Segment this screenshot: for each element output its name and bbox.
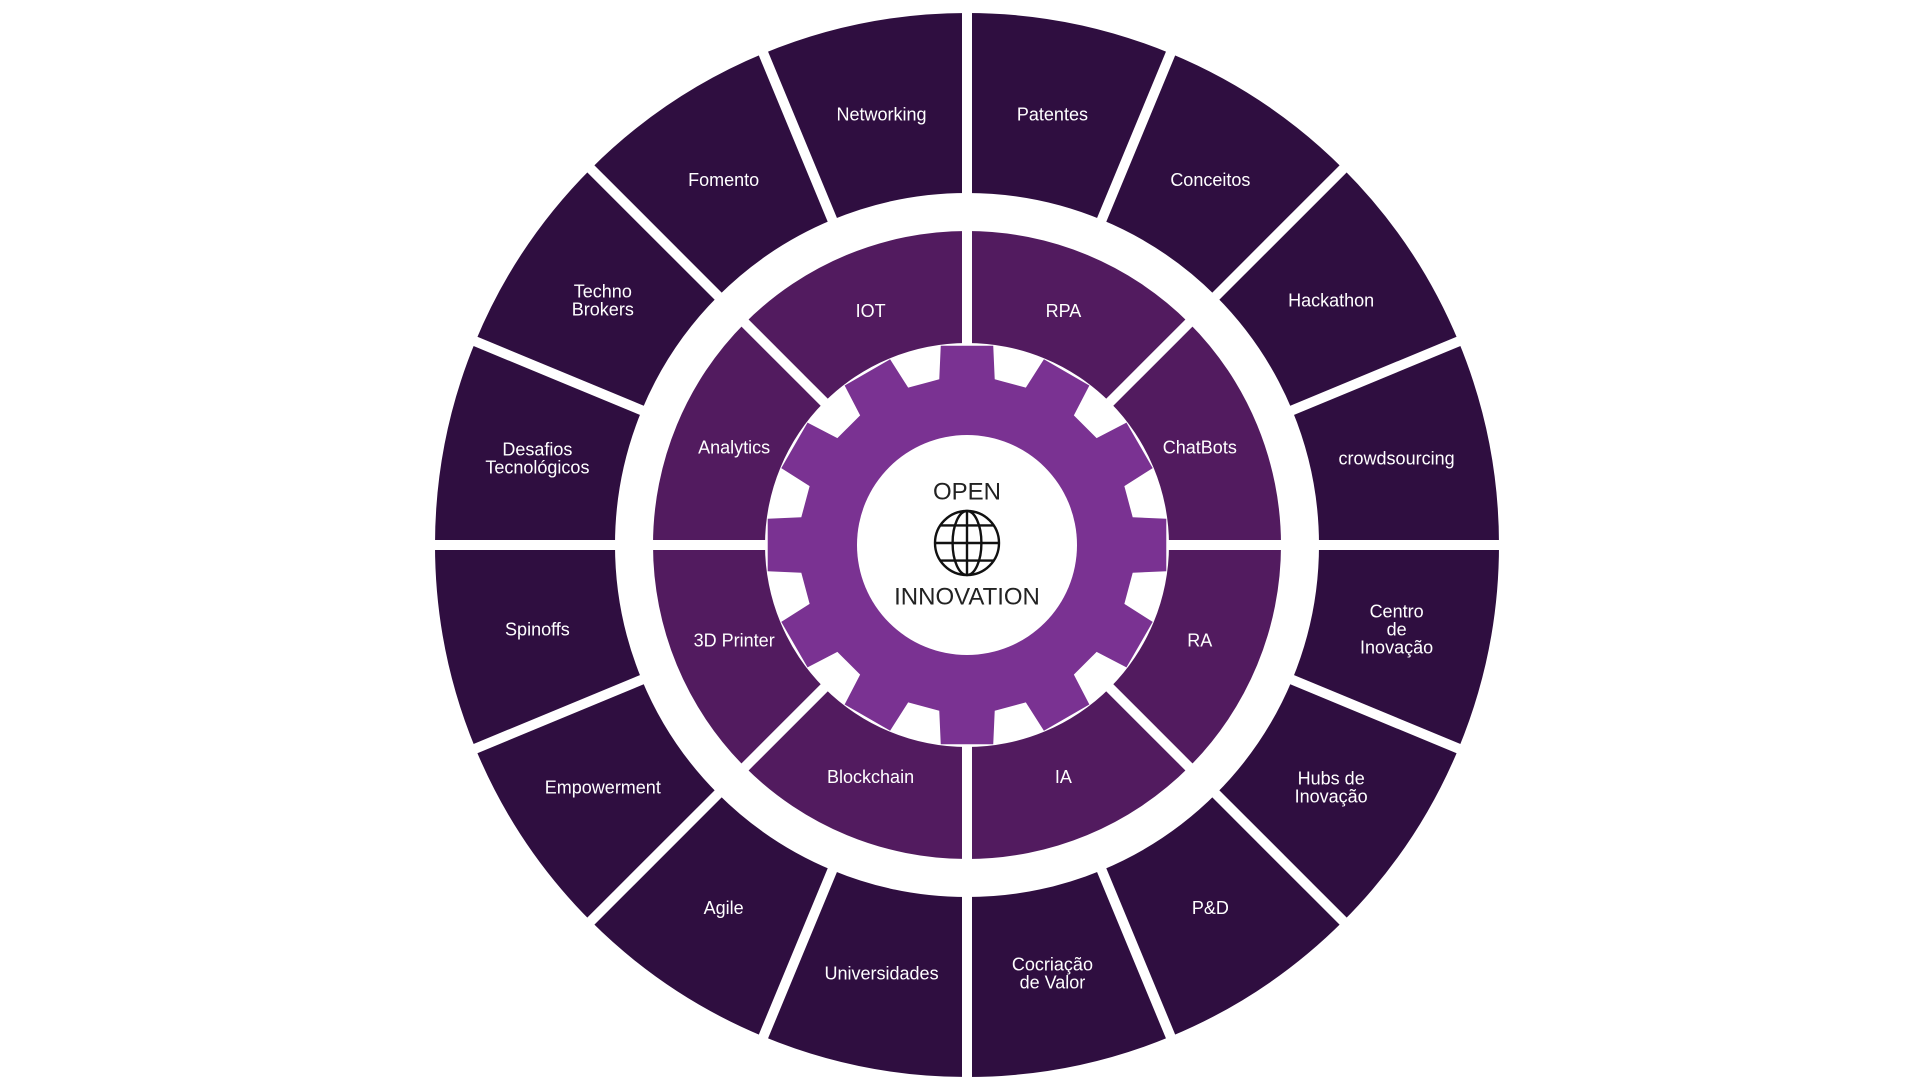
outer-divider: [1210, 163, 1349, 302]
outer-segment-empowerment-label-line: Empowerment: [545, 777, 661, 797]
inner-segment-analytics: [653, 322, 825, 545]
outer-segment-desafios-tecnologicos-label-line: Tecnológicos: [485, 457, 589, 477]
outer-ring: PatentesConceitosHackathoncrowdsourcingC…: [433, 11, 1501, 1079]
outer-segment-centro-de-inovacao-label-line: Inovação: [1360, 637, 1433, 657]
globe-icon: [933, 509, 1001, 577]
outer-segment-desafios-tecnologicos-label-line: Desafios: [502, 439, 572, 459]
inner-segment-chatbots: [1109, 322, 1281, 545]
inner-segment-blockchain-label-line: Blockchain: [827, 767, 914, 787]
inner-segment-ra-label-line: RA: [1187, 630, 1212, 650]
outer-divider: [758, 49, 838, 224]
inner-segment-rpa-label: RPA: [1046, 301, 1082, 321]
outer-segment-centro-de-inovacao-label-line: de: [1387, 619, 1407, 639]
outer-segment-hubs-de-inovacao-label-line: Inovação: [1295, 786, 1368, 806]
outer-divider: [1288, 674, 1463, 754]
inner-segment-chatbots-label: ChatBots: [1163, 437, 1237, 457]
outer-segment-conceitos: [1101, 53, 1344, 297]
outer-segment-hackathon-label: Hackathon: [1288, 290, 1374, 310]
outer-segment-cocriacao-de-valor-label-line: Cocriação: [1012, 954, 1093, 974]
center-title-line1: OPEN: [933, 478, 1001, 505]
outer-segment-universidades-label-line: Universidades: [825, 963, 939, 983]
inner-segment-blockchain: [744, 687, 967, 859]
inner-segment-3d-printer: [653, 545, 825, 768]
inner-segment-rpa-label-line: RPA: [1046, 301, 1082, 321]
outer-divider: [585, 788, 724, 927]
inner-divider: [740, 682, 830, 772]
outer-segment-fomento-label: Fomento: [688, 170, 759, 190]
outer-divider: [1096, 49, 1176, 224]
outer-segment-networking-label-line: Networking: [837, 104, 927, 124]
outer-divider: [1096, 866, 1176, 1041]
inner-segment-3d-printer-label: 3D Printer: [694, 630, 775, 650]
outer-segment-universidades-label: Universidades: [825, 963, 939, 983]
inner-segment-ra-label: RA: [1187, 630, 1212, 650]
outer-segment-hackathon-label-line: Hackathon: [1288, 290, 1374, 310]
outer-divider: [471, 336, 646, 416]
outer-segment-spinoffs-label-line: Spinoffs: [505, 619, 570, 639]
inner-segment-ia-label: IA: [1055, 767, 1072, 787]
outer-divider: [758, 866, 838, 1041]
outer-segment-networking-label: Networking: [837, 104, 927, 124]
inner-segment-chatbots-label-line: ChatBots: [1163, 437, 1237, 457]
inner-divider: [1104, 318, 1194, 408]
outer-segment-agile: [590, 793, 833, 1037]
outer-divider: [585, 163, 724, 302]
inner-segment-iot: [744, 231, 967, 403]
outer-segment-techno-brokers-label-line: Techno: [574, 281, 632, 301]
inner-segment-iot-label: IOT: [856, 301, 886, 321]
outer-segment-pandd: [1101, 793, 1344, 1037]
outer-segment-fomento: [590, 53, 833, 297]
outer-segment-pandd-label: P&D: [1192, 898, 1229, 918]
inner-segment-iot-label-line: IOT: [856, 301, 886, 321]
inner-segment-ia: [967, 687, 1190, 859]
outer-segment-crowdsourcing-label: crowdsourcing: [1339, 448, 1455, 468]
inner-segment-analytics-label: Analytics: [698, 437, 770, 457]
inner-segment-ia-label-line: IA: [1055, 767, 1072, 787]
outer-segment-crowdsourcing-label-line: crowdsourcing: [1339, 448, 1455, 468]
outer-divider: [471, 674, 646, 754]
outer-divider: [1210, 788, 1349, 927]
outer-segment-conceitos-label-line: Conceitos: [1170, 170, 1250, 190]
inner-divider: [740, 318, 830, 408]
outer-segment-centro-de-inovacao-label-line: Centro: [1370, 601, 1424, 621]
inner-segment-analytics-label-line: Analytics: [698, 437, 770, 457]
outer-segment-agile-label: Agile: [704, 898, 744, 918]
inner-divider: [1104, 682, 1194, 772]
outer-segment-techno-brokers-label-line: Brokers: [572, 299, 634, 319]
inner-segment-ra: [1109, 545, 1281, 768]
inner-segment-rpa: [967, 231, 1190, 403]
outer-segment-patentes-label: Patentes: [1017, 104, 1088, 124]
outer-segment-empowerment: [475, 679, 719, 922]
inner-segment-blockchain-label: Blockchain: [827, 767, 914, 787]
center-title-line2: INNOVATION: [894, 583, 1040, 610]
outer-divider: [1288, 336, 1463, 416]
outer-segment-hubs-de-inovacao: [1215, 679, 1459, 922]
outer-segment-pandd-label-line: P&D: [1192, 898, 1229, 918]
outer-segment-cocriacao-de-valor-label-line: de Valor: [1020, 972, 1086, 992]
outer-segment-conceitos-label: Conceitos: [1170, 170, 1250, 190]
inner-segment-3d-printer-label-line: 3D Printer: [694, 630, 775, 650]
outer-segment-fomento-label-line: Fomento: [688, 170, 759, 190]
outer-segment-agile-label-line: Agile: [704, 898, 744, 918]
outer-segment-spinoffs-label: Spinoffs: [505, 619, 570, 639]
outer-segment-hackathon: [1215, 168, 1459, 411]
outer-segment-hubs-de-inovacao-label-line: Hubs de: [1298, 768, 1365, 788]
outer-segment-empowerment-label: Empowerment: [545, 777, 661, 797]
outer-segment-techno-brokers: [475, 168, 719, 411]
outer-segment-patentes-label-line: Patentes: [1017, 104, 1088, 124]
